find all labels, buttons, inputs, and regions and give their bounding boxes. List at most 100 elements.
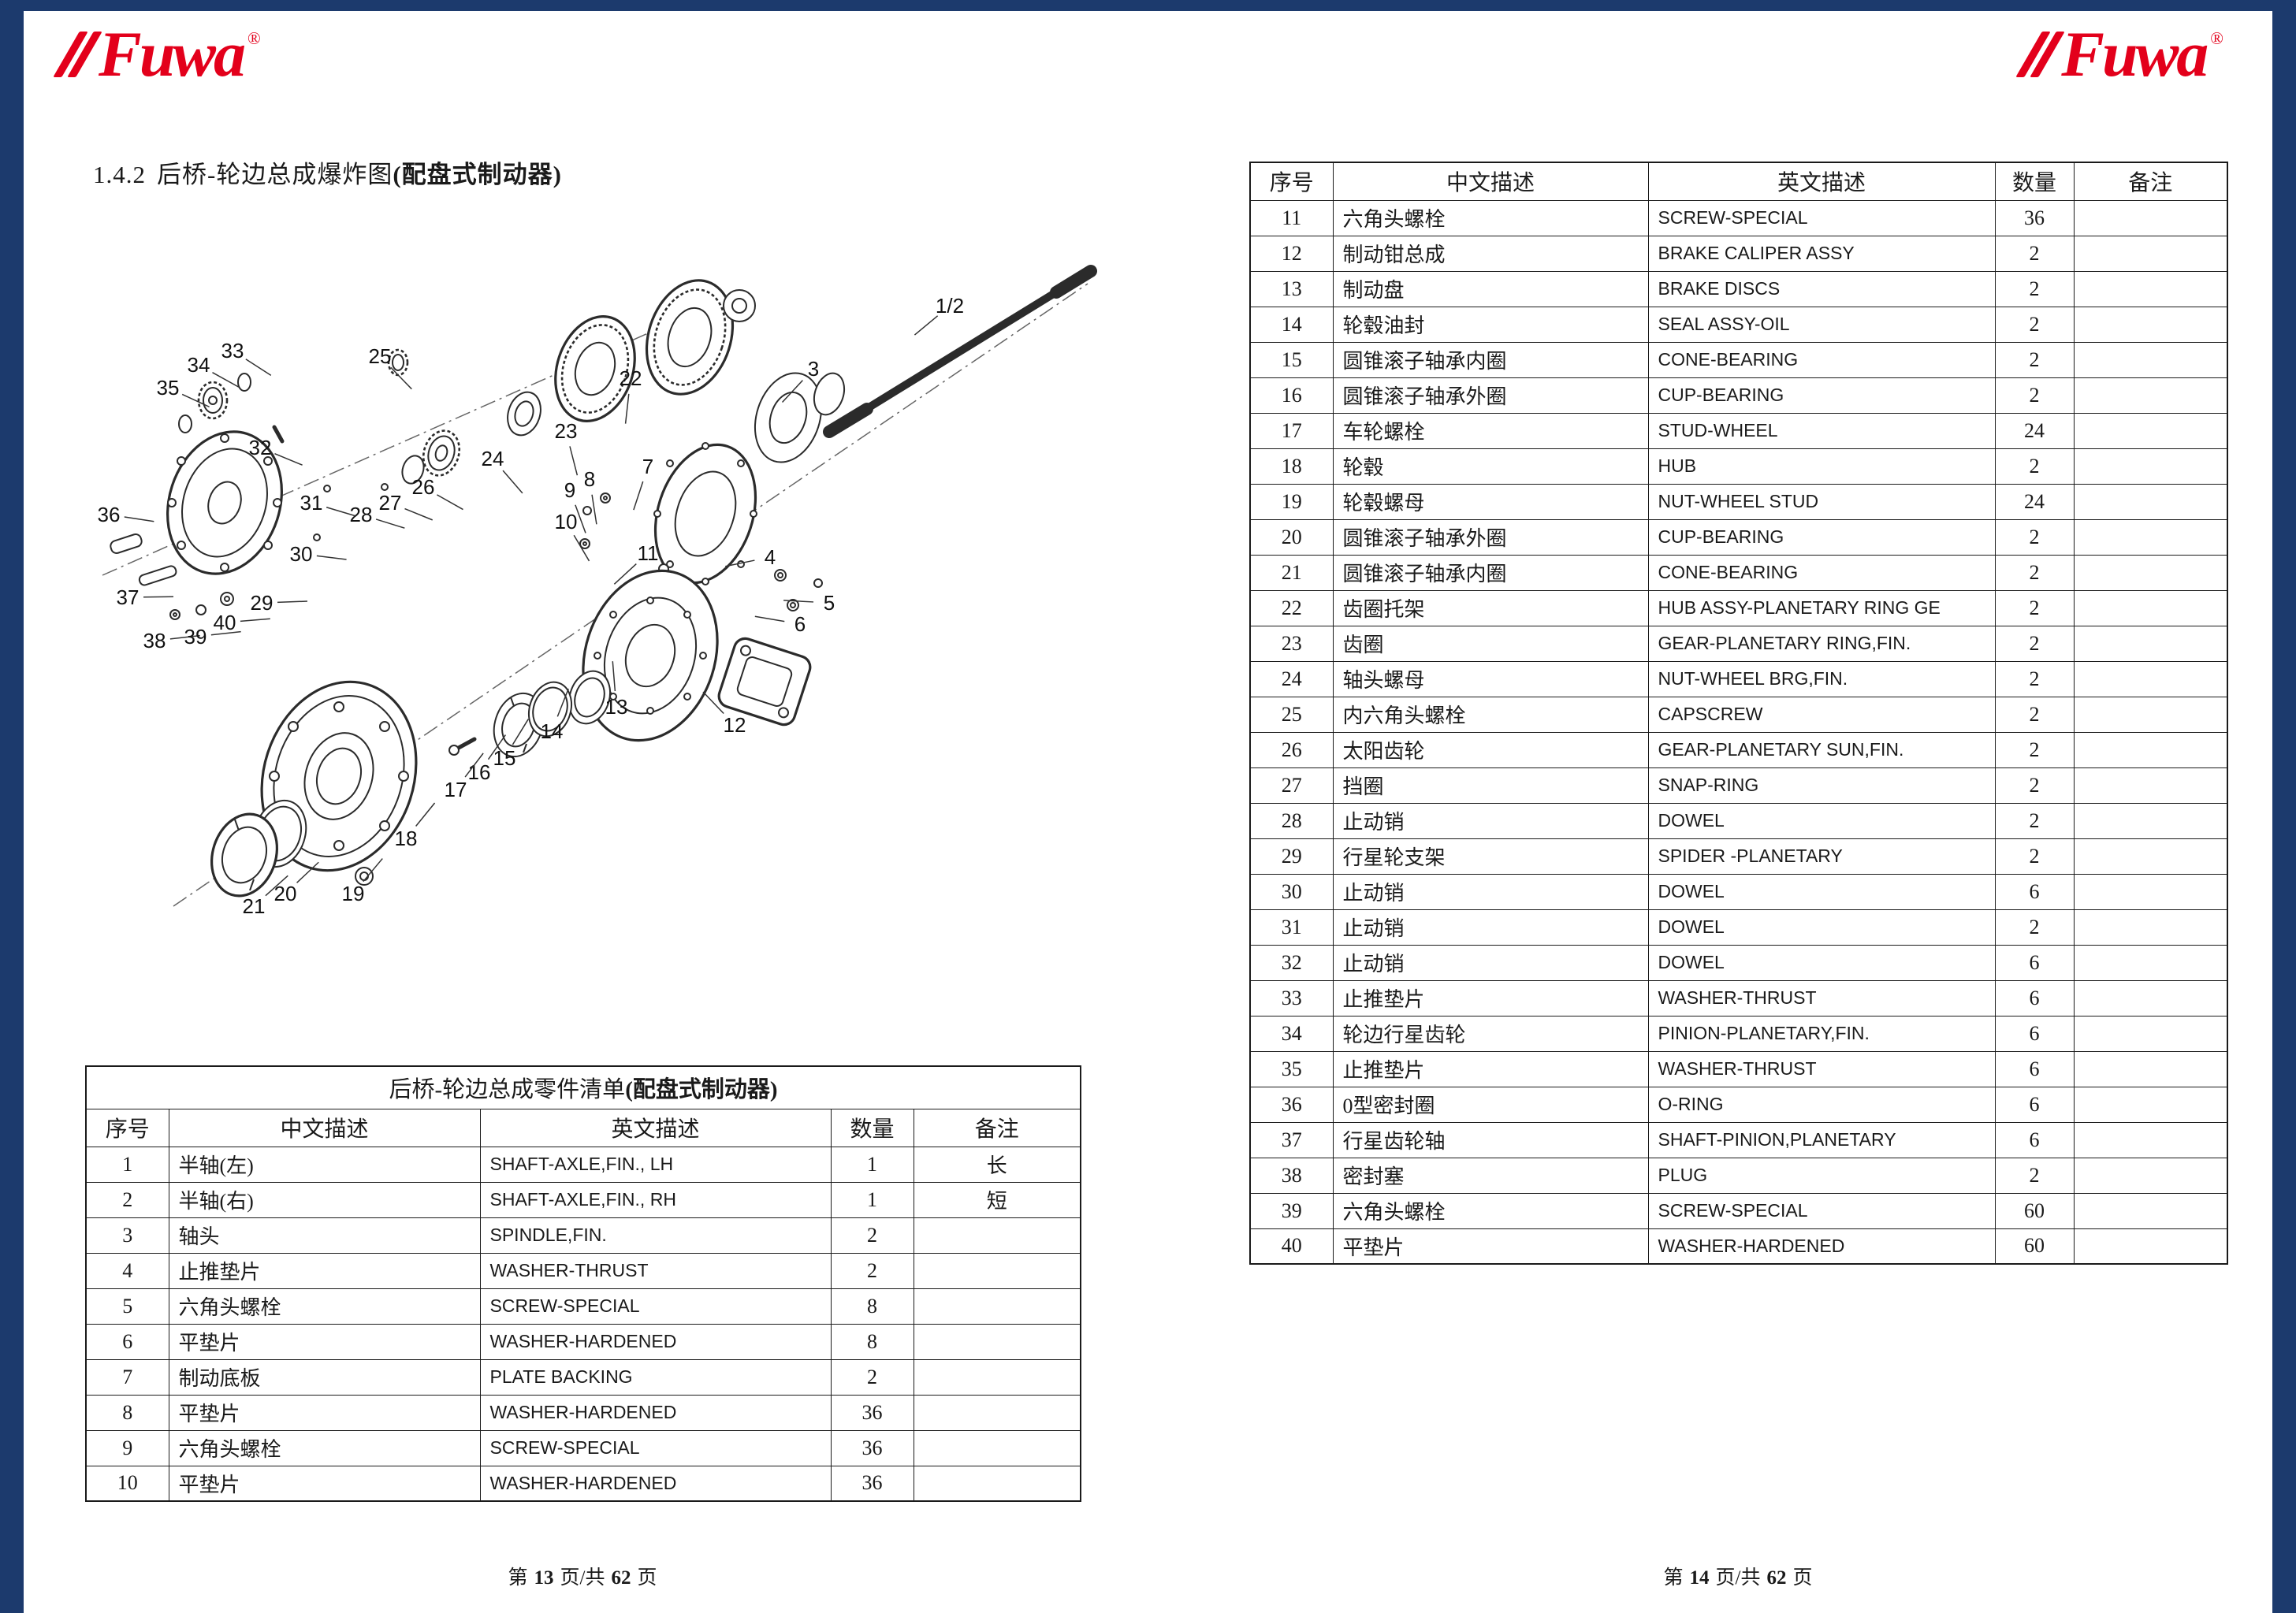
qty-cell: 2 — [1994, 589, 2075, 626]
note-cell — [2073, 1015, 2228, 1052]
callout-leader — [702, 691, 724, 715]
desc-en-cell: STUD-WHEEL — [1647, 412, 1996, 449]
callout-5: 5 — [824, 591, 835, 615]
callout-16: 16 — [468, 760, 491, 784]
index-cell: 38 — [1249, 1157, 1334, 1194]
note-cell — [2073, 731, 2228, 768]
callout-leader — [725, 559, 755, 567]
note-cell — [2073, 1050, 2228, 1087]
desc-en-cell: CONE-BEARING — [1647, 554, 1996, 591]
index-cell: 31 — [1249, 909, 1334, 946]
note-cell — [2073, 660, 2228, 697]
note-cell — [2073, 589, 2228, 626]
callout-leader — [624, 393, 630, 424]
qty-cell: 2 — [1994, 731, 2075, 768]
registered-mark: ® — [2210, 28, 2223, 48]
desc-en-cell: CAPSCREW — [1647, 696, 1996, 733]
note-cell — [2073, 448, 2228, 485]
index-cell: 25 — [1249, 696, 1334, 733]
desc-en-cell: WASHER-HARDENED — [479, 1394, 832, 1431]
part-planet-pinion — [178, 373, 251, 433]
index-cell: 5 — [85, 1288, 169, 1325]
index-cell: 36 — [1249, 1086, 1334, 1123]
qty-cell: 6 — [1994, 1050, 2075, 1087]
index-cell: 24 — [1249, 660, 1334, 697]
part-hub — [260, 680, 418, 872]
callout-leader — [274, 452, 303, 466]
part-capscrew — [387, 348, 409, 377]
callout-leader — [404, 507, 433, 521]
callout-leader — [781, 380, 803, 403]
desc-cn-cell: 止动销 — [1332, 909, 1649, 946]
callout-7: 7 — [642, 455, 653, 478]
column-header: 中文描述 — [1332, 162, 1649, 201]
callout-leader — [265, 875, 288, 897]
footer-text: 页 — [637, 1567, 657, 1589]
callout-21: 21 — [243, 894, 266, 918]
part-seal — [568, 670, 611, 725]
right-border — [2272, 0, 2296, 1613]
index-cell: 32 — [1249, 944, 1334, 981]
callout-leader — [612, 661, 616, 692]
callout-1-2: 1/2 — [936, 294, 964, 318]
callout-leader — [569, 446, 579, 476]
note-cell — [913, 1323, 1081, 1360]
callout-9: 9 — [564, 478, 575, 502]
index-cell: 35 — [1249, 1050, 1334, 1087]
callout-leader — [556, 688, 569, 717]
desc-en-cell: SCREW-SPECIAL — [479, 1429, 832, 1466]
section-title-paren: (配盘式制动器) — [393, 161, 562, 188]
note-cell — [2073, 235, 2228, 272]
desc-cn-cell: 六角头螺栓 — [168, 1288, 481, 1325]
index-cell: 33 — [1249, 979, 1334, 1016]
desc-cn-cell: 六角头螺栓 — [1332, 199, 1649, 236]
desc-cn-cell: 平垫片 — [168, 1465, 481, 1502]
desc-cn-cell: 圆锥滚子轴承外圈 — [1332, 377, 1649, 414]
qty-cell: 8 — [830, 1288, 914, 1325]
index-cell: 1 — [85, 1146, 169, 1183]
index-cell: 22 — [1249, 589, 1334, 626]
qty-cell: 24 — [1994, 483, 2075, 520]
desc-cn-cell: 密封塞 — [1332, 1157, 1649, 1194]
desc-en-cell: BRAKE CALIPER ASSY — [1647, 235, 1996, 272]
index-cell: 23 — [1249, 625, 1334, 662]
note-cell — [2073, 518, 2228, 556]
footer-page-number: 13 — [534, 1567, 554, 1589]
qty-cell: 2 — [1994, 660, 2075, 697]
callout-17: 17 — [445, 778, 467, 801]
callout-leader — [914, 315, 939, 336]
note-cell: 长 — [913, 1146, 1081, 1183]
callout-23: 23 — [555, 419, 578, 443]
part-pinion-shaft — [138, 565, 177, 586]
note-cell — [913, 1465, 1081, 1502]
index-cell: 34 — [1249, 1015, 1334, 1052]
desc-cn-cell: 平垫片 — [168, 1394, 481, 1431]
index-cell: 9 — [85, 1429, 169, 1466]
qty-cell: 2 — [1994, 270, 2075, 307]
callout-4: 4 — [765, 545, 776, 569]
callout-22: 22 — [620, 366, 642, 390]
index-cell: 29 — [1249, 838, 1334, 875]
callout-leader — [783, 600, 814, 603]
table-title-paren: (配盘式制动器) — [625, 1077, 778, 1103]
desc-en-cell: NUT-WHEEL BRG,FIN. — [1647, 660, 1996, 697]
callout-leader — [575, 504, 586, 533]
note-cell — [2073, 838, 2228, 875]
callout-19: 19 — [342, 882, 365, 905]
callout-leader — [437, 494, 463, 511]
index-cell: 4 — [85, 1252, 169, 1289]
callout-leader — [390, 366, 412, 390]
desc-cn-cell: 止推垫片 — [168, 1252, 481, 1289]
